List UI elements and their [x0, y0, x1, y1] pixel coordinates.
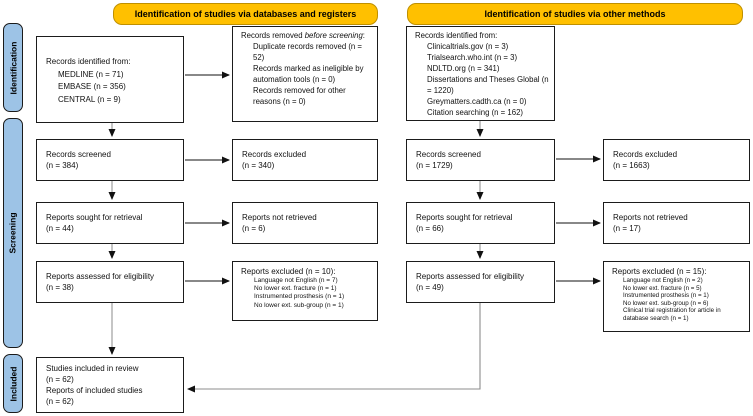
included-count1: (n = 62) — [46, 375, 74, 384]
box-db-reports-sought: Reports sought for retrieval (n = 44) — [36, 202, 184, 244]
box-studies-included: Studies included in review (n = 62) Repo… — [36, 357, 184, 413]
banner-databases-registers: Identification of studies via databases … — [113, 3, 378, 25]
db-not-retrieved-label: Reports not retrieved — [242, 213, 317, 222]
stage-label-identification-text: Identification — [8, 41, 19, 94]
other-identified-intro: Records identified from: — [415, 31, 498, 40]
records-removed-prefix: Records removed — [241, 31, 305, 40]
other-reports-excluded-item: Clinical trial registration for article … — [623, 307, 721, 322]
db-records-excluded-count: (n = 340) — [242, 161, 275, 170]
other-identified-item: Trialsearch.who.int (n = 3) — [427, 53, 518, 62]
other-sought-count: (n = 66) — [416, 224, 444, 233]
db-assessed-count: (n = 38) — [46, 283, 74, 292]
box-other-reports-excluded: Reports excluded (n = 15): Language not … — [603, 261, 750, 332]
other-identified-item: Citation searching (n = 162) — [427, 108, 523, 117]
other-screened-count: (n = 1729) — [416, 161, 453, 170]
other-identified-item: Clinicaltrials.gov (n = 3) — [427, 42, 509, 51]
records-removed-intro: Records removed before screening: — [241, 30, 375, 41]
db-identified-intro: Records identified from: — [46, 57, 131, 66]
box-db-records-identified: Records identified from: MEDLINE (n = 71… — [36, 36, 184, 123]
records-removed-item: Records marked as ineligible by automati… — [253, 64, 364, 84]
stage-label-identification: Identification — [3, 23, 23, 112]
box-other-records-excluded: Records excluded (n = 1663) — [603, 139, 750, 181]
db-reports-excluded-item: Language not English (n = 7) — [254, 277, 338, 284]
box-db-reports-not-retrieved: Reports not retrieved (n = 6) — [232, 202, 378, 244]
box-other-reports-not-retrieved: Reports not retrieved (n = 17) — [603, 202, 750, 244]
box-other-reports-assessed: Reports assessed for eligibility (n = 49… — [406, 261, 555, 303]
other-records-excluded-count: (n = 1663) — [613, 161, 650, 170]
box-records-removed-before-screening: Records removed before screening: Duplic… — [232, 26, 378, 122]
stage-label-screening-text: Screening — [8, 212, 19, 254]
db-identified-item: EMBASE (n = 356) — [58, 82, 126, 91]
other-identified-item: NDLTD.org (n = 341) — [427, 64, 500, 73]
db-sought-count: (n = 44) — [46, 224, 74, 233]
stage-label-screening: Screening — [3, 118, 23, 348]
box-db-reports-assessed: Reports assessed for eligibility (n = 38… — [36, 261, 184, 303]
records-removed-suffix: : — [362, 31, 365, 40]
db-reports-excluded-item: Instrumented prosthesis (n = 1) — [254, 293, 345, 301]
db-reports-excluded-heading: Reports excluded (n = 10): — [241, 267, 336, 276]
box-other-records-screened: Records screened (n = 1729) — [406, 139, 555, 181]
db-screened-count: (n = 384) — [46, 161, 79, 170]
included-line2: Reports of included studies — [46, 386, 143, 395]
box-db-records-excluded: Records excluded (n = 340) — [232, 139, 378, 181]
records-removed-item: Duplicate records removed (n = 52) — [253, 42, 362, 62]
other-identified-item: Greymatters.cadth.ca (n = 0) — [427, 97, 527, 106]
db-reports-excluded-item: No lower ext. fracture (n = 1) — [254, 285, 337, 293]
other-assessed-count: (n = 49) — [416, 283, 444, 292]
other-reports-excluded-item: No lower ext. sub-group (n = 6) — [623, 299, 709, 307]
included-line1: Studies included in review — [46, 364, 139, 373]
other-reports-excluded-item: Instrumented prosthesis (n = 1) — [623, 292, 709, 300]
other-reports-excluded-item: No lower ext. fracture (n = 5) — [623, 284, 702, 292]
records-removed-italic: before screening — [304, 31, 363, 40]
db-identified-item: MEDLINE (n = 71) — [58, 69, 124, 79]
records-removed-item: Records removed for other reasons (n = 0… — [253, 86, 346, 106]
db-not-retrieved-count: (n = 6) — [242, 224, 266, 233]
box-other-records-identified: Records identified from: Clinicaltrials.… — [406, 26, 555, 121]
other-reports-excluded-item: Language not English (n = 2) — [623, 277, 703, 284]
included-count2: (n = 62) — [46, 397, 74, 406]
other-identified-item: Dissertations and Theses Global (n = 122… — [427, 75, 549, 95]
stage-label-included: Included — [3, 354, 23, 413]
other-records-excluded-label: Records excluded — [613, 150, 678, 159]
db-identified-item: CENTRAL (n = 9) — [58, 94, 121, 104]
db-sought-label: Reports sought for retrieval — [46, 213, 143, 222]
box-db-records-screened: Records screened (n = 384) — [36, 139, 184, 181]
db-reports-excluded-item: No lower ext. sub-group (n = 1) — [254, 301, 344, 309]
box-db-reports-excluded: Reports excluded (n = 10): Language not … — [232, 261, 378, 321]
other-sought-label: Reports sought for retrieval — [416, 213, 513, 222]
other-not-retrieved-count: (n = 17) — [613, 224, 641, 233]
other-not-retrieved-label: Reports not retrieved — [613, 213, 688, 222]
db-assessed-label: Reports assessed for eligibility — [46, 272, 155, 281]
box-other-reports-sought: Reports sought for retrieval (n = 66) — [406, 202, 555, 244]
other-assessed-label: Reports assessed for eligibility — [416, 272, 525, 281]
other-reports-excluded-heading: Reports excluded (n = 15): — [612, 267, 707, 276]
banner-other-methods: Identification of studies via other meth… — [407, 3, 743, 25]
other-screened-label: Records screened — [416, 150, 481, 159]
db-screened-label: Records screened — [46, 150, 111, 159]
stage-label-included-text: Included — [8, 366, 19, 401]
db-records-excluded-label: Records excluded — [242, 150, 307, 159]
